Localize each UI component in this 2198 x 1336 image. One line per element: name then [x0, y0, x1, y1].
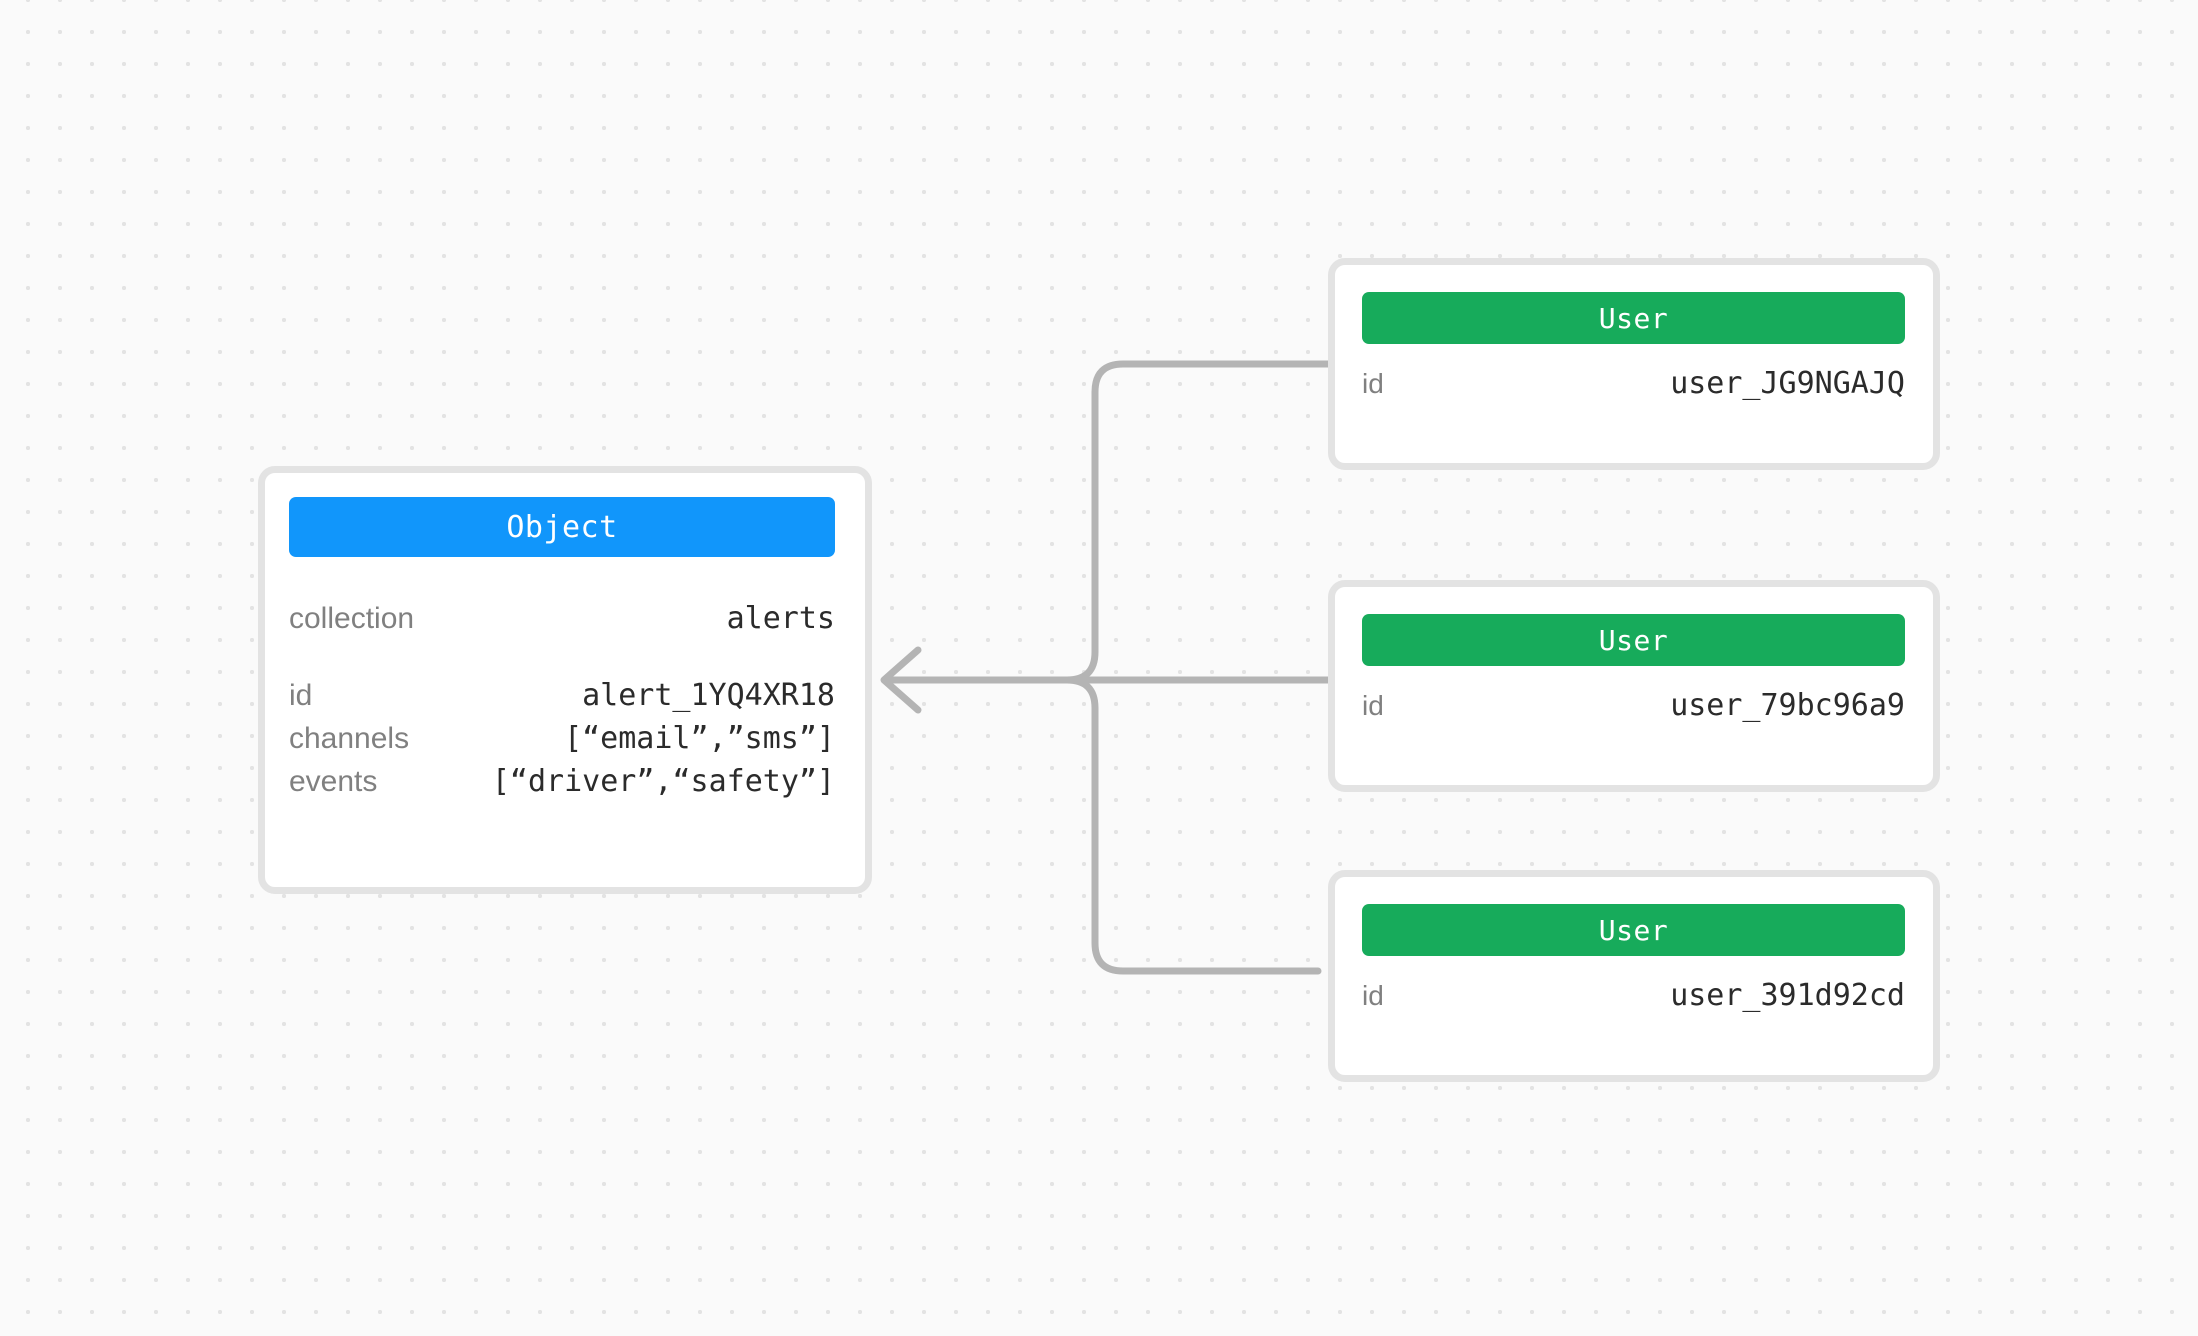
object-node-title: Object: [506, 509, 618, 545]
row-key: id: [289, 679, 313, 712]
row-value: [“driver”,“safety”]: [491, 764, 835, 799]
row-key: events: [289, 765, 378, 798]
table-row[interactable]: channels [“email”,”sms”]: [289, 721, 835, 756]
row-key: id: [1362, 980, 1384, 1011]
table-row[interactable]: id user_JG9NGAJQ: [1362, 366, 1905, 401]
user-node-title: User: [1598, 623, 1669, 657]
row-value: [“email”,”sms”]: [564, 721, 835, 756]
row-value: user_JG9NGAJQ: [1670, 366, 1905, 401]
user-node-body: id user_JG9NGAJQ: [1362, 366, 1905, 401]
object-node-header: Object: [289, 497, 835, 557]
table-row[interactable]: id alert_1YQ4XR18: [289, 678, 835, 713]
row-key: id: [1362, 368, 1384, 399]
user-node-body: id user_79bc96a9: [1362, 688, 1905, 723]
row-key: channels: [289, 722, 410, 755]
table-row[interactable]: events [“driver”,“safety”]: [289, 764, 835, 799]
table-row[interactable]: id user_391d92cd: [1362, 978, 1905, 1013]
user-node-title: User: [1598, 913, 1669, 947]
row-value: alert_1YQ4XR18: [582, 678, 835, 713]
table-row[interactable]: id user_79bc96a9: [1362, 688, 1905, 723]
user-node-header: User: [1362, 904, 1905, 956]
edge-user-0: [882, 360, 1334, 684]
user-node[interactable]: User id user_79bc96a9: [1328, 580, 1940, 792]
row-value: user_79bc96a9: [1670, 688, 1905, 723]
edge-user-2: [882, 676, 1322, 975]
user-node-title: User: [1598, 301, 1669, 335]
object-node-body: collection alerts id alert_1YQ4XR18 chan…: [289, 581, 835, 799]
row-value: alerts: [726, 601, 835, 636]
object-node[interactable]: Object collection alerts id alert_1YQ4XR…: [258, 466, 872, 894]
row-value: user_391d92cd: [1670, 978, 1905, 1013]
user-node-header: User: [1362, 292, 1905, 344]
row-key: id: [1362, 690, 1384, 721]
table-row[interactable]: collection alerts: [289, 601, 835, 636]
user-node-header: User: [1362, 614, 1905, 666]
user-node[interactable]: User id user_391d92cd: [1328, 870, 1940, 1082]
row-key: collection: [289, 602, 415, 635]
user-node[interactable]: User id user_JG9NGAJQ: [1328, 258, 1940, 470]
user-node-body: id user_391d92cd: [1362, 978, 1905, 1013]
arrow-left-icon: [880, 646, 922, 714]
